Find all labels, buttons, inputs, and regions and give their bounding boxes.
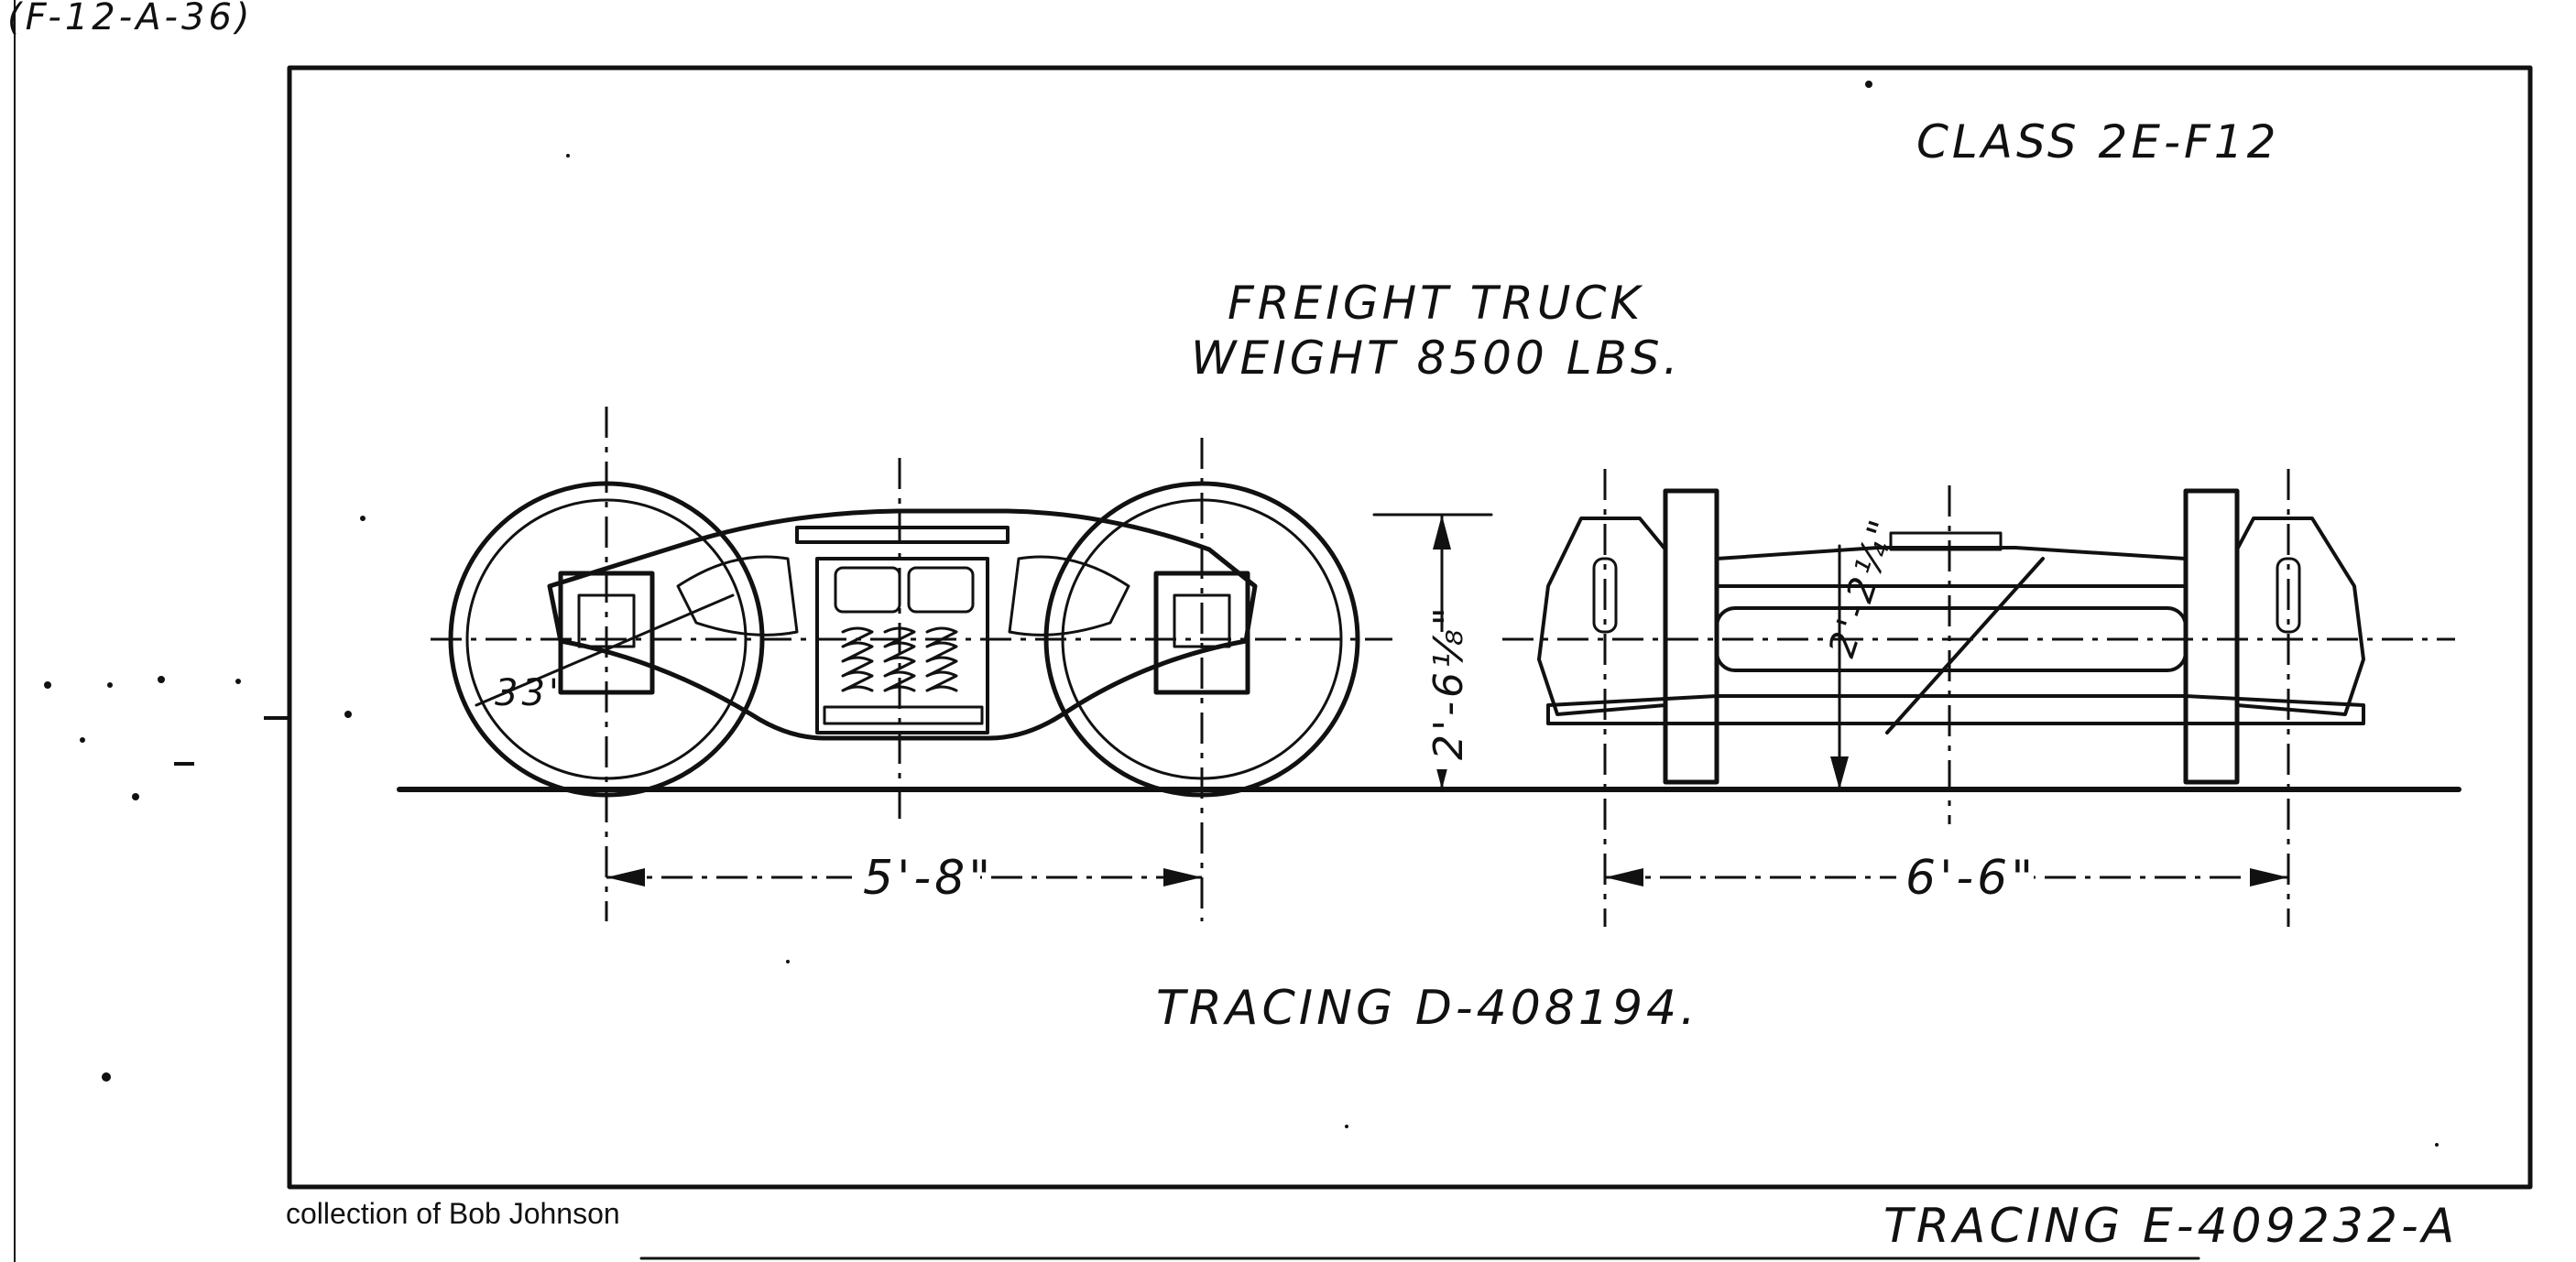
height-arrow-top xyxy=(1433,515,1451,549)
inner-tracing-label: TRACING D-408194. xyxy=(1156,981,1699,1036)
drawing-ref-label: (F-12-A-36) xyxy=(7,0,254,38)
bolster-window xyxy=(815,557,989,734)
spring-1 xyxy=(841,626,874,692)
collection-credit: collection of Bob Johnson xyxy=(286,1197,620,1230)
bolster-pad-right xyxy=(907,566,975,614)
gauge-label-bg xyxy=(1896,843,2034,898)
end-center-plate xyxy=(1889,531,2003,551)
scan-specks xyxy=(44,81,2439,1147)
gauge-label: 6'-6" xyxy=(1905,851,2036,906)
wheel-dia-label: 33" xyxy=(495,672,569,714)
outer-tracing-label: TRACING E-409232-A xyxy=(1883,1199,2458,1254)
end-left-side-frame xyxy=(1537,517,1667,716)
end-right-journal xyxy=(2276,557,2301,634)
side-elevation-view: 33" 5'-8" 2'-6⅛" xyxy=(397,407,2461,921)
wheelbase-label-bg xyxy=(852,843,980,898)
height-label: 2'-6⅛" xyxy=(1425,604,1472,760)
side-frame-inner-right xyxy=(1008,555,1130,636)
spring-3 xyxy=(925,626,958,692)
wheel-dia-leader xyxy=(475,593,735,707)
end-right-wheel xyxy=(2183,488,2240,785)
end-left-wheel xyxy=(1663,488,1719,785)
brake-rod xyxy=(1885,557,2045,734)
gauge-arrow-right xyxy=(2250,868,2288,887)
class-label: CLASS 2E-F12 xyxy=(1916,115,2279,169)
bolster-top xyxy=(795,526,1010,544)
title-line-2: WEIGHT 8500 LBS. xyxy=(1191,332,1681,385)
end-elevation-view: 2'-2¼" 6'-6" xyxy=(1502,469,2455,927)
title-line-1: FREIGHT TRUCK xyxy=(1228,277,1643,330)
end-left-journal xyxy=(1592,557,1618,634)
side-frame xyxy=(547,508,1258,741)
end-spring-plank xyxy=(1546,694,2365,725)
wheelbase-arrow-right xyxy=(1163,868,1202,887)
end-axle xyxy=(1715,606,2188,672)
height-label-bg xyxy=(1414,632,1469,769)
end-right-side-frame xyxy=(2235,517,2365,716)
end-bolster xyxy=(1715,546,2188,588)
drawing-border xyxy=(287,65,2533,1190)
bolster-pad-left xyxy=(834,566,901,614)
axle-height-arrow-bottom xyxy=(1830,756,1849,789)
gauge-arrow-left xyxy=(1605,868,1643,887)
wheelbase-arrow-left xyxy=(606,868,645,887)
spring-plank xyxy=(823,705,984,725)
side-frame-inner xyxy=(676,555,799,636)
wheelbase-label: 5'-8" xyxy=(863,851,994,906)
